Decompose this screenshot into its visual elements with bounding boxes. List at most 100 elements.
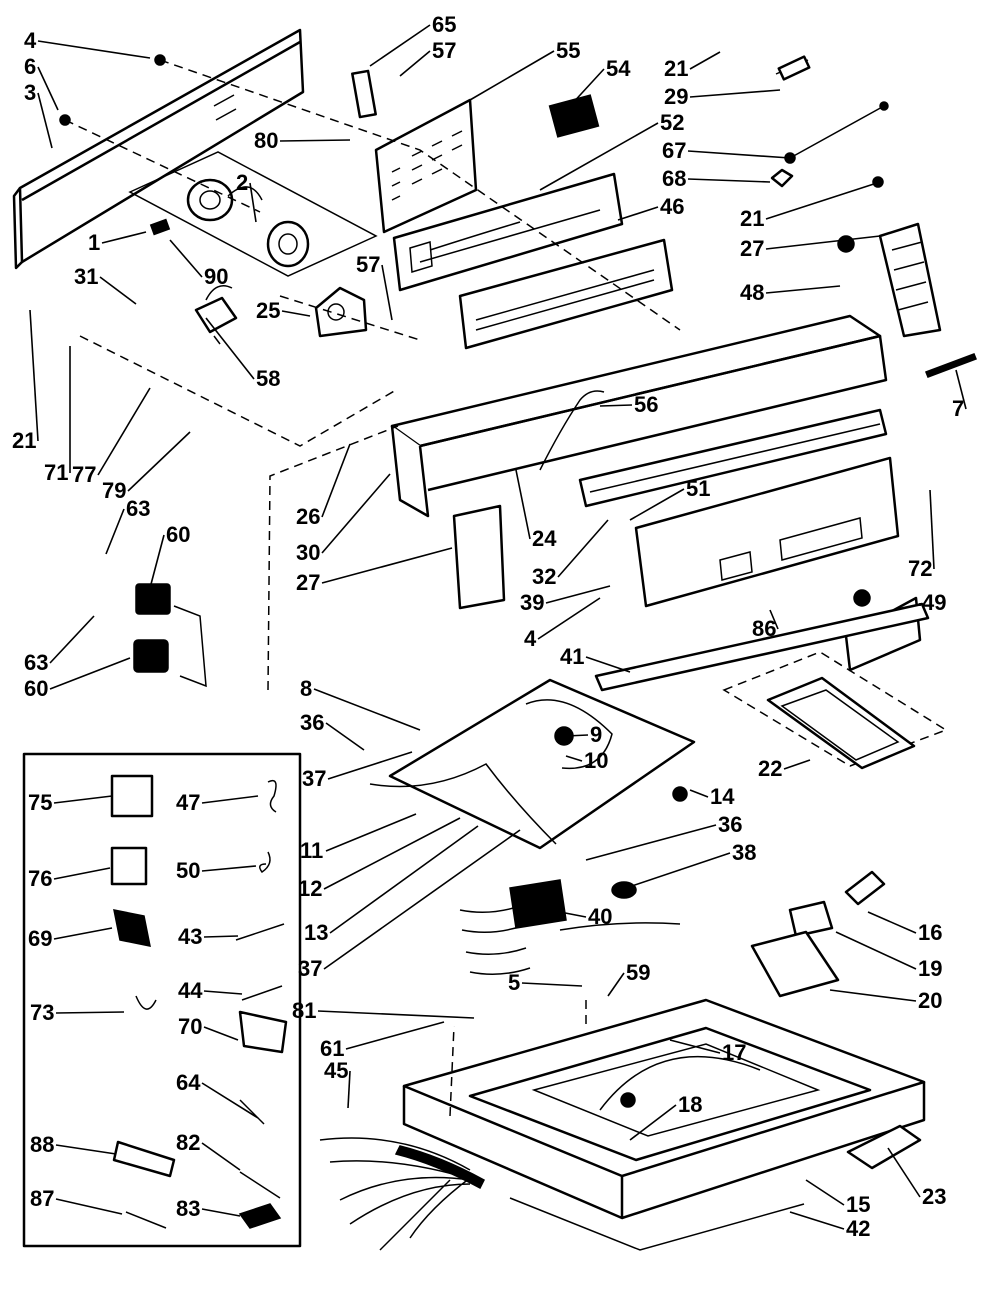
callout-leader [325, 722, 365, 751]
callout-label: 57 [432, 38, 456, 63]
lid-switch [846, 1124, 922, 1170]
callout-leader [321, 443, 351, 518]
rear-panel [12, 28, 305, 270]
callout-leader [619, 852, 731, 891]
callout-leader [201, 1082, 259, 1119]
callout-leader [203, 935, 239, 938]
callout-label: 87 [30, 1186, 54, 1211]
callout-leader [565, 755, 583, 762]
callout-label: 21 [12, 428, 36, 453]
callout-label: 49 [922, 590, 946, 615]
callout-label: 88 [30, 1132, 54, 1157]
callout-label: 82 [176, 1130, 200, 1155]
callout-leader [689, 789, 709, 798]
callout-label: 55 [556, 38, 580, 63]
connector-54 [548, 94, 600, 138]
end-cap-left [452, 504, 506, 610]
callout-leader [537, 597, 601, 640]
callout-label: 75 [28, 790, 52, 815]
callout-leader [323, 829, 521, 970]
callout-label: 25 [256, 298, 280, 323]
callout-leader [769, 609, 779, 630]
callout-leader [765, 235, 881, 250]
callout-label: 51 [686, 476, 710, 501]
callout-leader [55, 1011, 125, 1014]
callout-label: 50 [176, 858, 200, 883]
timer-assembly [128, 151, 378, 277]
callout-leader [599, 404, 633, 407]
callout-leader [201, 1208, 241, 1217]
callout-leader [765, 285, 841, 294]
callout-leader [545, 585, 611, 604]
callout-leader [687, 150, 791, 159]
callout-leader [347, 1070, 351, 1109]
callout-leader [829, 989, 917, 1002]
callout-leader [313, 688, 421, 731]
switch-58 [194, 285, 238, 345]
callout-label: 5 [508, 970, 520, 995]
callout-label: 63 [24, 650, 48, 675]
callout-label: 31 [74, 264, 98, 289]
wire-leads [770, 55, 889, 188]
callout-label: 86 [752, 616, 776, 641]
callout-label: 7 [952, 396, 964, 421]
callout-leader [29, 309, 39, 442]
callout-label: 77 [72, 462, 96, 487]
callout-label: 70 [178, 1014, 202, 1039]
callout-leader [629, 1104, 677, 1141]
callout-leader [105, 508, 125, 555]
callout-leader [783, 759, 811, 770]
callout-label: 10 [584, 748, 608, 773]
loose-parts [110, 774, 288, 1229]
callout-label: 2 [236, 170, 248, 195]
callout-label: 69 [28, 926, 52, 951]
callout-leader [97, 387, 151, 476]
callout-leader [53, 795, 113, 804]
spring-7 [925, 353, 977, 378]
callout-leader [201, 795, 259, 804]
callout-leader [203, 1026, 239, 1041]
callout-leader [521, 982, 583, 987]
callout-leader [55, 1144, 117, 1155]
callout-label: 48 [740, 280, 764, 305]
relays-60 [133, 583, 207, 688]
callout-label: 26 [296, 504, 320, 529]
callout-leader [929, 489, 935, 570]
callout-leader [321, 547, 453, 584]
cabinet-top [402, 998, 926, 1220]
callout-leader [585, 824, 717, 861]
callout-leader [515, 469, 531, 540]
callout-label: 90 [204, 264, 228, 289]
callout-label: 71 [44, 460, 68, 485]
callout-label: 42 [846, 1216, 870, 1241]
front-control-panel [634, 456, 900, 608]
actuator-parts [750, 870, 886, 998]
callout-label: 18 [678, 1092, 702, 1117]
part-drawings [12, 28, 977, 1251]
callout-label: 38 [732, 840, 756, 865]
callout-label: 73 [30, 1000, 54, 1025]
callout-label: 23 [922, 1184, 946, 1209]
callout-label: 11 [300, 838, 323, 863]
connector-40 [459, 879, 681, 975]
callout-label: 44 [178, 978, 203, 1003]
callout-label: 54 [606, 56, 631, 81]
console-housing [390, 314, 888, 518]
callout-label: 43 [178, 924, 202, 949]
callout-leader [687, 178, 771, 183]
callout-leader [669, 1039, 721, 1054]
callout-leader [329, 825, 479, 934]
callout-label: 27 [296, 570, 320, 595]
callout-label: 36 [300, 710, 324, 735]
callout-label: 29 [664, 84, 688, 109]
callout-label: 58 [256, 366, 280, 391]
callout-leader [55, 1198, 123, 1215]
callout-label: 16 [918, 920, 942, 945]
callout-leader [101, 231, 147, 244]
callout-label: 81 [292, 998, 316, 1023]
callout-label: 37 [298, 956, 322, 981]
callout-label: 79 [102, 478, 126, 503]
callout-leader [317, 1010, 475, 1019]
callout-label: 19 [918, 956, 942, 981]
callout-leader [399, 50, 431, 77]
